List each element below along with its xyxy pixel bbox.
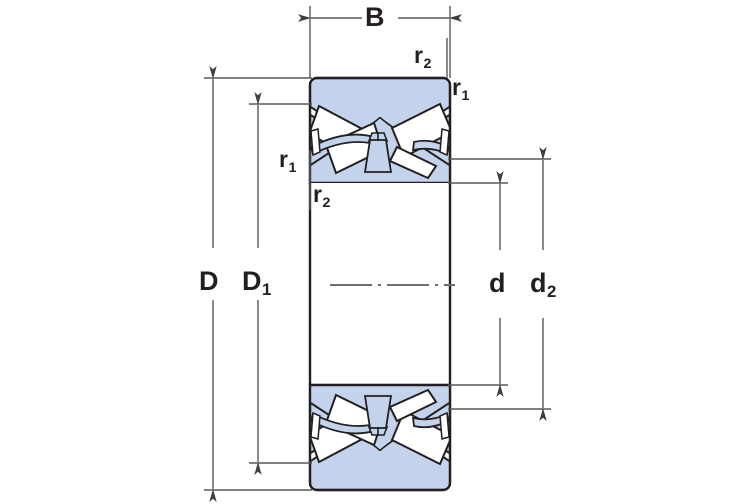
roller-top-right-lower	[388, 145, 438, 180]
dimension-d1	[249, 92, 312, 475]
label-b: B	[365, 2, 385, 32]
label-r2-left: r2	[313, 181, 331, 211]
dimension-d2	[448, 147, 551, 421]
roller-bottom-right	[390, 409, 450, 466]
bottom-internals	[310, 385, 450, 466]
label-d2: d2	[530, 268, 557, 302]
label-d1: D1	[242, 266, 272, 300]
cage-strip-left-bottom	[310, 411, 321, 440]
cage-strip-right-bottom	[439, 411, 450, 440]
chamfer-leaders	[309, 38, 448, 210]
bearing-bottom-section	[308, 383, 452, 492]
bearing-top-section	[308, 76, 452, 185]
label-r2-top: r2	[414, 42, 432, 72]
cage-guide-ring	[363, 139, 393, 173]
roller-bottom-right-upper	[388, 388, 438, 423]
cage-guide-ring-bottom	[363, 395, 393, 429]
label-r1-left: r1	[279, 146, 297, 176]
label-r1-top-right: r1	[452, 74, 470, 104]
label-d-bore: d	[489, 268, 506, 298]
cage-strip-right	[439, 128, 450, 157]
roller-top-right	[390, 102, 450, 159]
dimension-d-outer	[204, 66, 312, 502]
label-d-outer: D	[199, 266, 219, 296]
bottom-outline	[308, 383, 452, 492]
cage-strip-left	[310, 128, 321, 157]
dimension-b	[298, 6, 462, 78]
dimension-d-bore	[448, 171, 508, 397]
top-internals	[310, 102, 450, 183]
